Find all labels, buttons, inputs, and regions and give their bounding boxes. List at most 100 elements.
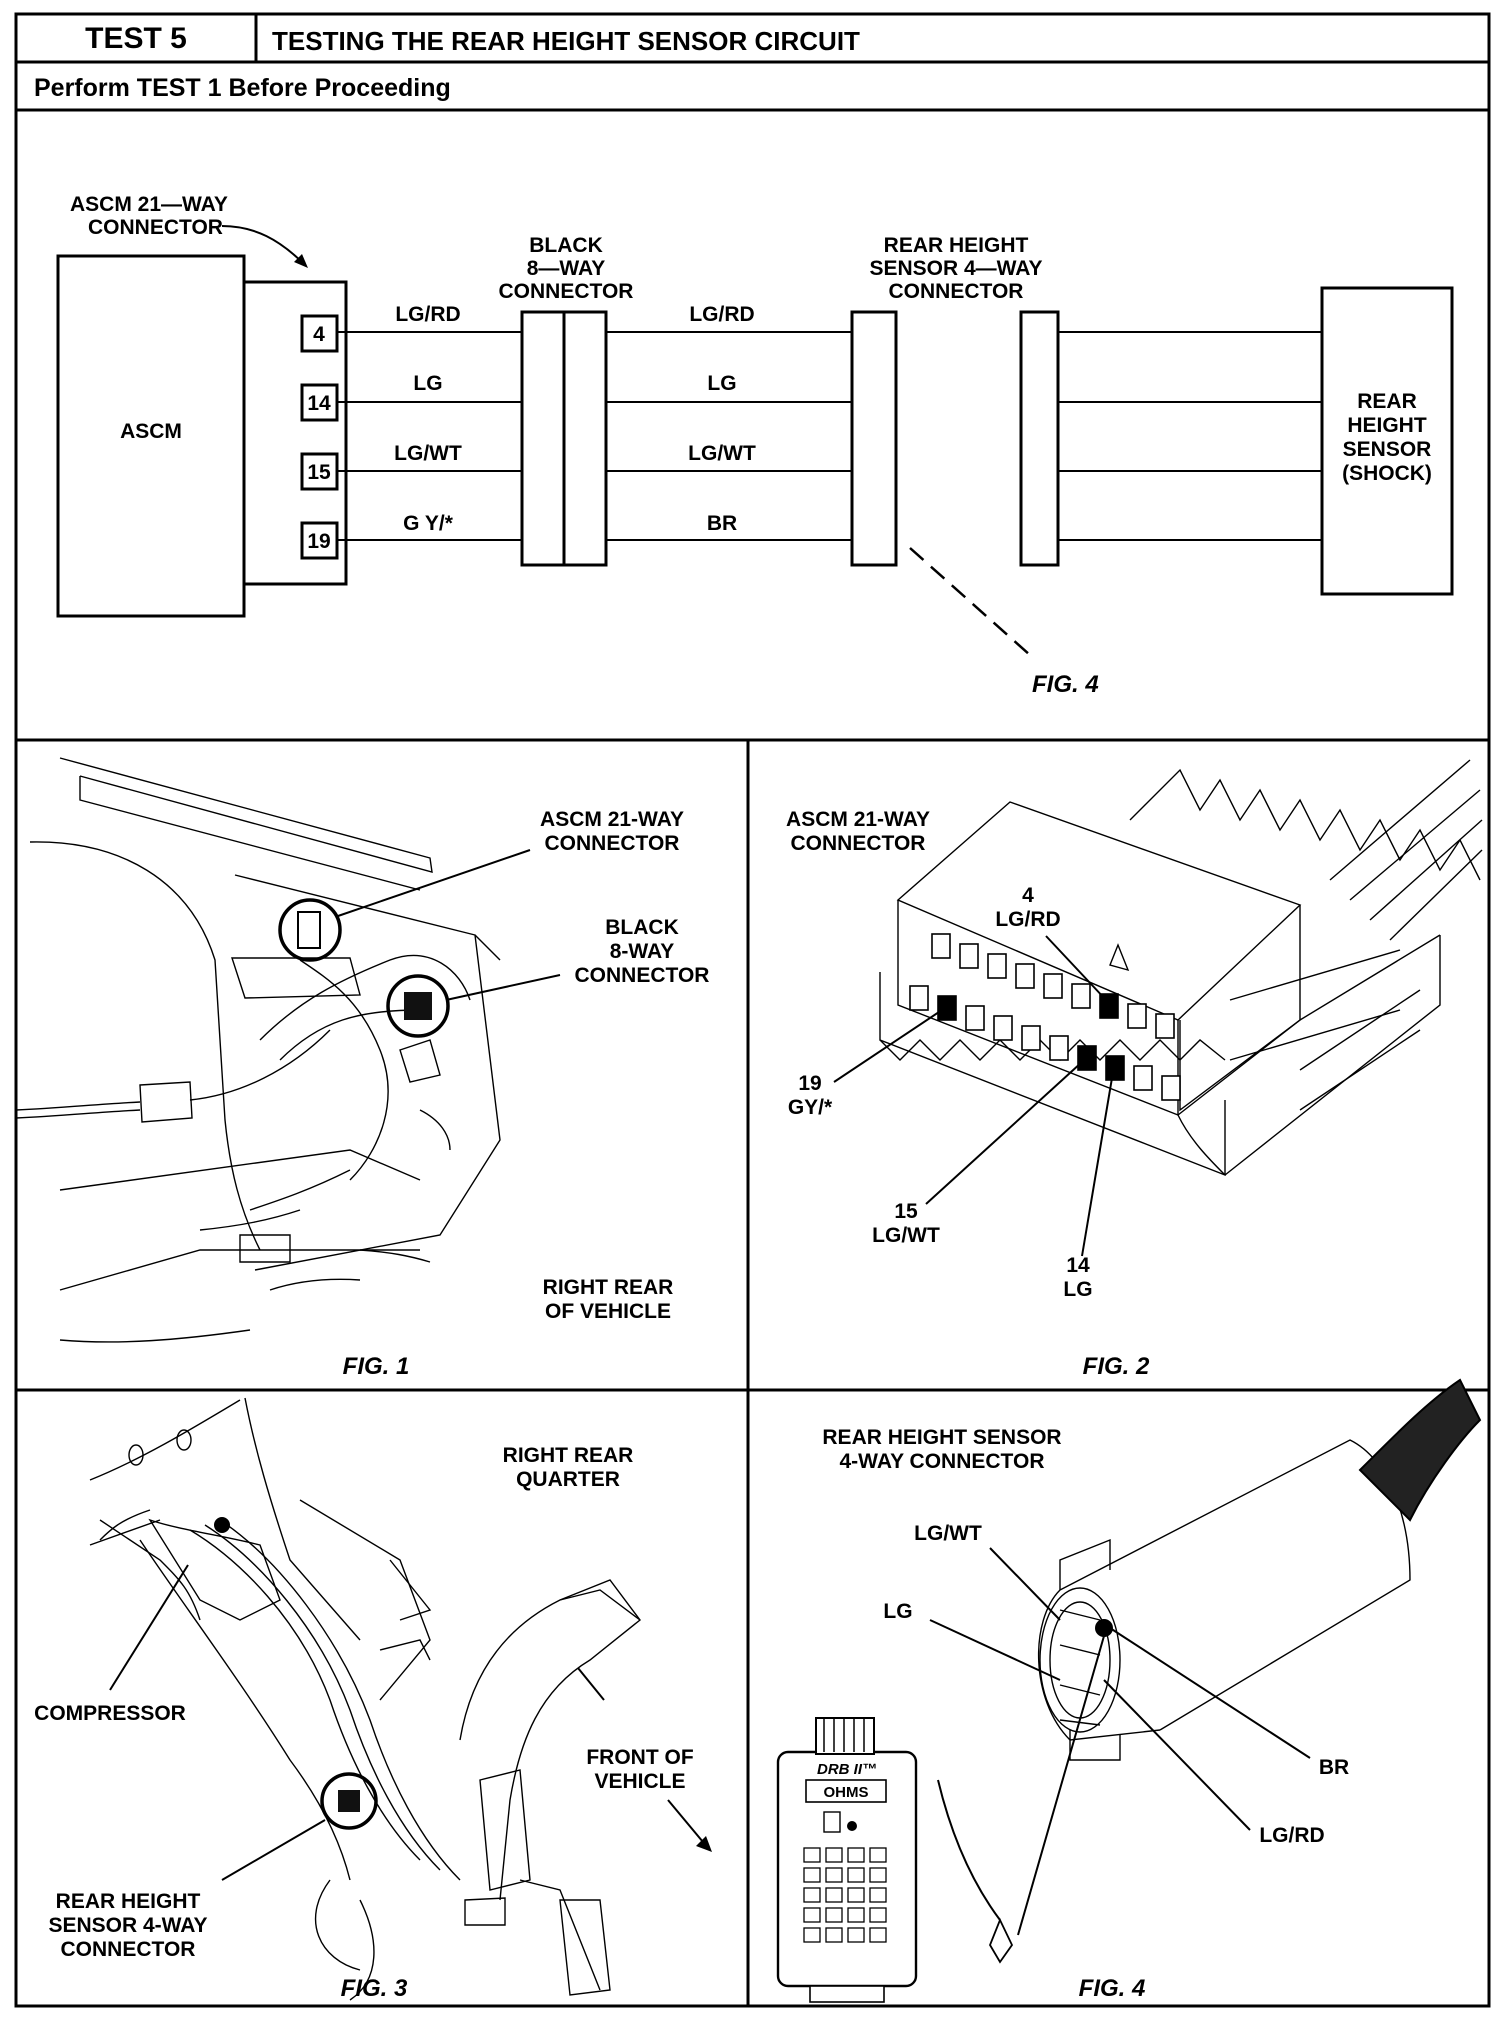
fig4-test-probe [989, 1917, 1014, 1964]
fig1-ascm-connector [297, 911, 321, 949]
fig2-pin19-leader [833, 1009, 943, 1083]
fig4-meter-lead [937, 1779, 1001, 1921]
rhs-connector-label-1: REAR HEIGHT [884, 234, 1029, 257]
fig2-label-2: CONNECTOR [791, 832, 926, 855]
fig3-front-label-1: FRONT OF [586, 1746, 693, 1769]
fig1-panel: ASCM 21-WAY CONNECTOR BLACK 8-WAY CONNEC… [15, 757, 710, 1380]
fig3-compressor-mount [214, 1517, 230, 1533]
fig2-pin19-number: 19 [798, 1072, 821, 1095]
fig1-black-label-3: CONNECTOR [575, 964, 710, 987]
sensor-label-4: (SHOCK) [1342, 462, 1432, 485]
fig3-connector-leader [221, 1819, 326, 1881]
black-connector-label-3: CONNECTOR [499, 280, 634, 303]
page-title: TESTING THE REAR HEIGHT SENSOR CIRCUIT [272, 26, 860, 56]
rhs-connector-label-2: SENSOR 4—WAY [869, 257, 1042, 280]
fig3-front-label-2: VEHICLE [594, 1770, 685, 1793]
black-connector-half-a [520, 310, 566, 567]
fig3-location-label-1: RIGHT REAR [503, 1444, 634, 1467]
fig3-rhs-label-2: SENSOR 4-WAY [48, 1914, 207, 1937]
fig2-pin4-number: 4 [1022, 884, 1034, 907]
fig4-wire-br: BR [1319, 1756, 1349, 1779]
schematic-fig-ref: FIG. 4 [1032, 671, 1099, 698]
fig3-compressor-label: COMPRESSOR [34, 1702, 186, 1725]
fig2-connector-illustration [879, 759, 1483, 1177]
black-connector-half-b [562, 310, 608, 567]
fig4-label-1: REAR HEIGHT SENSOR [822, 1426, 1061, 1449]
fig2-pin15-wire: LG/WT [872, 1224, 940, 1247]
fig2-label-1: ASCM 21-WAY [786, 808, 930, 831]
fig3-caption: FIG. 3 [341, 1975, 408, 2002]
black-connector-label-1: BLACK [529, 234, 603, 257]
fig3-location-label-2: QUARTER [516, 1468, 620, 1491]
fig4-br-leader [1109, 1627, 1311, 1759]
ascm-module [56, 254, 246, 618]
pin-number: 15 [307, 461, 331, 484]
fig2-lower-cavities [909, 985, 1181, 1101]
fig4-wire-lgwt: LG/WT [914, 1522, 982, 1545]
fig3-panel: RIGHT REAR QUARTER COMPRESSOR FRONT OF V… [34, 1397, 712, 2002]
fig4-panel: REAR HEIGHT SENSOR 4-WAY CONNECTOR LG/WT… [776, 1378, 1482, 2003]
pin-box-4: 4 [300, 314, 339, 353]
fig4-label-2: 4-WAY CONNECTOR [840, 1450, 1045, 1473]
wire-label-left-3: LG/WT [394, 442, 462, 465]
wire-label-right-2: LG [707, 372, 736, 395]
test-id: TEST 5 [85, 22, 187, 55]
fig2-pin15-leader [925, 1061, 1083, 1205]
fig1-vehicle-illustration [15, 757, 501, 1343]
black-connector-callout-circle [386, 974, 450, 1038]
fig3-compressor-leader [109, 1564, 189, 1691]
fig3-rhs-label-1: REAR HEIGHT [56, 1890, 201, 1913]
page-subtitle: Perform TEST 1 Before Proceeding [34, 74, 451, 102]
wire-label-left-2: LG [413, 372, 442, 395]
fig4-drb-meter: DRB II™ OHMS [776, 1717, 918, 2003]
ascm-connector-label-1: ASCM 21—WAY [70, 193, 228, 216]
pin-box-19: 19 [300, 521, 339, 560]
ascm-connector-label-2: CONNECTOR [88, 216, 223, 239]
wire-label-left-1: LG/RD [395, 303, 460, 326]
fig4-wire-lgrd: LG/RD [1259, 1824, 1324, 1847]
fig4-meter-mode: OHMS [824, 1784, 869, 1801]
fig3-front-leader [667, 1799, 709, 1849]
fig4-lgwt-leader [989, 1547, 1061, 1621]
fig2-caption: FIG. 2 [1083, 1353, 1150, 1380]
rhs-connector-label-3: CONNECTOR [889, 280, 1024, 303]
fig2-pin4-wire: LG/RD [995, 908, 1060, 931]
pin-box-14: 14 [300, 383, 339, 422]
fig3-front-arrowhead [696, 1836, 712, 1852]
fig1-ascm-label-1: ASCM 21-WAY [540, 808, 684, 831]
wire-label-right-4: BR [707, 512, 737, 535]
ascm-connector-arrowhead [294, 254, 308, 268]
fig1-location-label-1: RIGHT REAR [543, 1276, 674, 1299]
fig4-lgrd-leader [1103, 1679, 1251, 1831]
sensor-label-1: REAR [1357, 390, 1417, 413]
fig4-lg-leader [929, 1619, 1061, 1681]
fig2-pin14-leader [1081, 1077, 1113, 1257]
fig2-pin4-leader [1045, 935, 1107, 1001]
ascm-connector-leader [221, 225, 306, 266]
fig1-black-label-1: BLACK [605, 916, 679, 939]
fig3-connector [338, 1790, 360, 1812]
fig2-pin14-wire: LG [1063, 1278, 1092, 1301]
wire-label-left-4: G Y/* [403, 512, 454, 535]
fig4-probe-lead [1017, 1635, 1105, 1936]
fig3-rhs-label-3: CONNECTOR [61, 1938, 196, 1961]
fig4-harness-boot [1358, 1378, 1482, 1522]
fig4-probe-contact [1095, 1619, 1113, 1637]
wires [337, 331, 1322, 541]
fig2-panel: ASCM 21-WAY CONNECTOR 4 LG/RD 19 GY/* 15… [786, 759, 1483, 1380]
ascm-label: ASCM [120, 420, 182, 443]
fig2-pin15-number: 15 [894, 1200, 918, 1223]
fig1-black-leader [445, 974, 561, 1001]
pin-number: 4 [313, 323, 325, 346]
pin-box-15: 15 [300, 452, 339, 491]
black-connector-label-2: 8—WAY [527, 257, 606, 280]
fig2-upper-cavities [931, 933, 1175, 1039]
fig1-ascm-leader [337, 849, 531, 917]
rhs-connector-half-b [1019, 310, 1060, 567]
fig3-front-leader-top [577, 1667, 605, 1701]
fig4-meter-keypad [803, 1847, 887, 1943]
fig1-caption: FIG. 1 [343, 1353, 410, 1380]
sensor-label-2: HEIGHT [1347, 414, 1427, 437]
